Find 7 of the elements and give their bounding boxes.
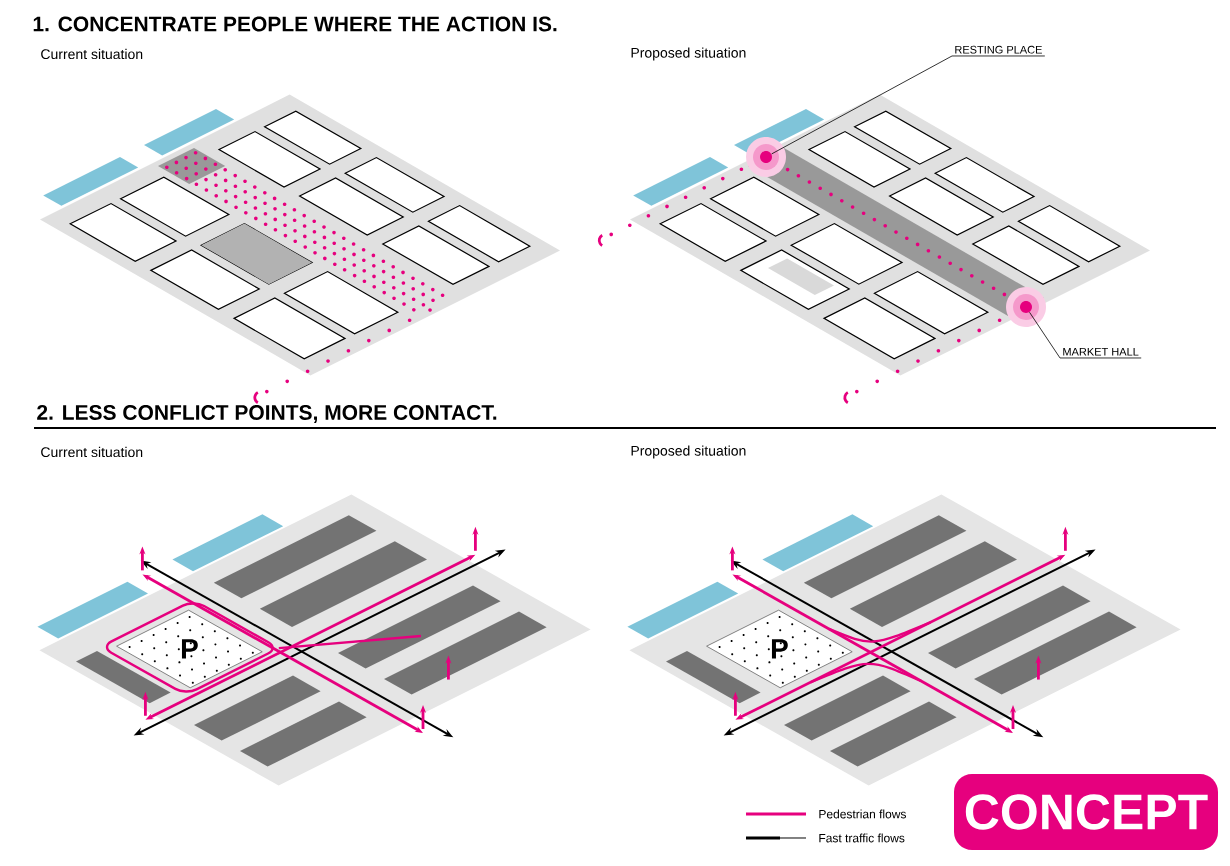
heading: 1. CONCENTRATE PEOPLE WHERE THE ACTION IS.	[33, 16, 557, 32]
heading: 2. LESS CONFLICT POINTS, MORE CONTACT.	[37, 405, 497, 423]
map-drawing: P	[627, 494, 1181, 786]
map-drawing: P	[37, 494, 591, 786]
leader-line	[1029, 311, 1142, 359]
concept-badge: CONCEPT	[954, 773, 1218, 850]
leader-line	[771, 55, 1046, 155]
